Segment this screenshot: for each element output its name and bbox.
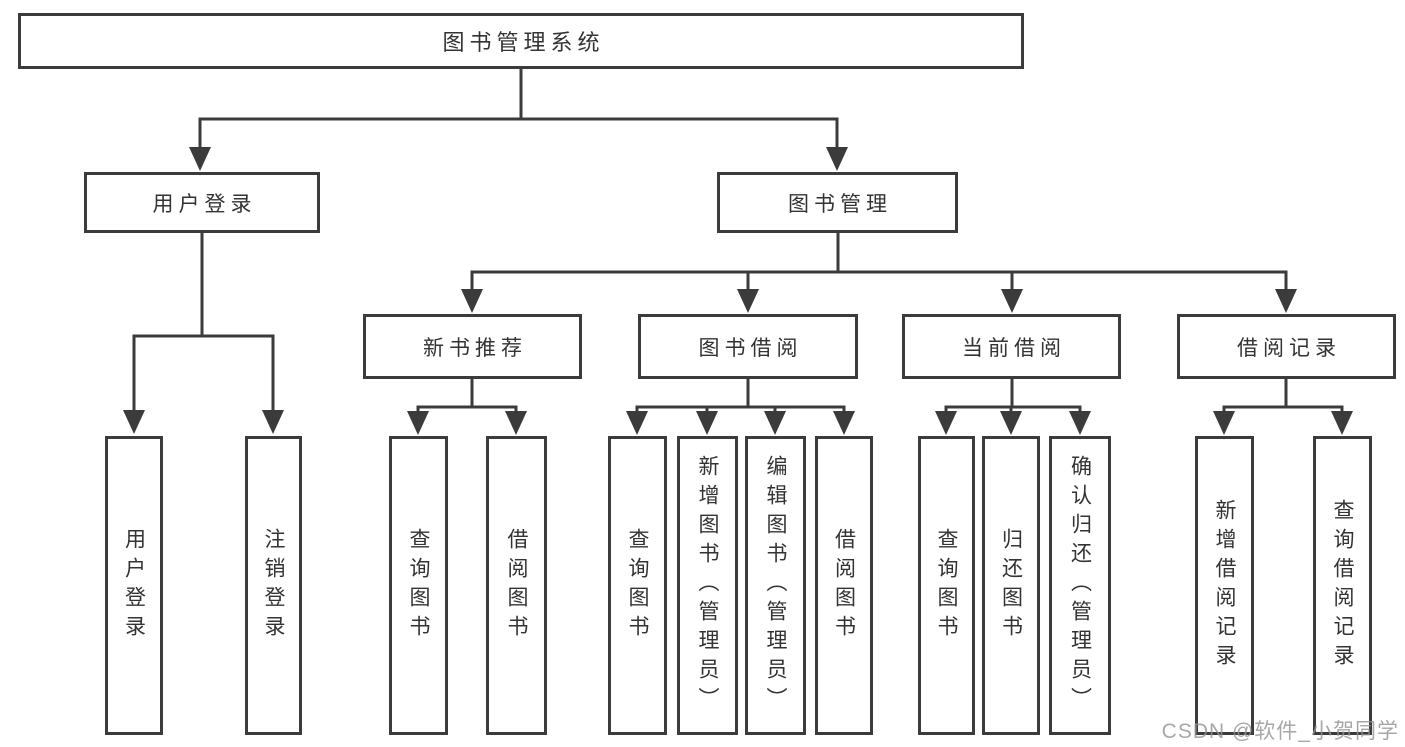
node-current-borrowing: 当前借阅 — [902, 314, 1121, 379]
leaf-logout: 注销登录 — [245, 436, 302, 735]
leaf-add-borrow-record: 新增借阅记录 — [1195, 436, 1254, 735]
node-book-management-label: 图书管理 — [788, 192, 892, 216]
leaf-add-borrow-record-label: 新增借阅记录 — [1213, 498, 1236, 673]
connector-current-borrowing — [944, 377, 1082, 414]
connector-root — [198, 67, 839, 150]
leaf-borrow-books-recommend-label: 借阅图书 — [505, 527, 528, 644]
node-borrowing-records: 借阅记录 — [1177, 314, 1396, 379]
leaf-return-books-label: 归还图书 — [999, 527, 1023, 644]
node-user-login-label: 用户登录 — [152, 192, 257, 216]
leaf-borrow-books-recommend: 借阅图书 — [486, 436, 547, 735]
leaf-query-borrow-record-label: 查询借阅记录 — [1331, 498, 1354, 673]
leaf-query-books-current: 查询图书 — [918, 436, 975, 735]
leaf-query-books-borrowing: 查询图书 — [608, 436, 667, 735]
node-book-borrowing: 图书借阅 — [638, 314, 858, 379]
connector-new-book-recommend — [416, 377, 518, 414]
leaf-return-books: 归还图书 — [982, 436, 1040, 735]
leaf-confirm-return-admin-label: 确认归还（管理员） — [1068, 455, 1092, 716]
node-book-management: 图书管理 — [717, 172, 958, 233]
leaf-edit-book-admin: 编辑图书（管理员） — [745, 436, 806, 735]
leaf-borrow-books-borrowing-label: 借阅图书 — [832, 527, 856, 644]
node-book-borrowing-label: 图书借阅 — [698, 336, 803, 360]
leaf-confirm-return-admin: 确认归还（管理员） — [1049, 436, 1111, 735]
leaf-add-book-admin: 新增图书（管理员） — [677, 436, 738, 735]
node-root: 图书管理系统 — [18, 13, 1024, 69]
node-root-label: 图书管理系统 — [442, 30, 605, 55]
connector-book-borrowing — [635, 377, 846, 414]
leaf-user-login-label: 用户登录 — [122, 527, 146, 644]
leaf-user-login: 用户登录 — [105, 436, 163, 735]
leaf-query-books-borrowing-label: 查询图书 — [626, 527, 649, 644]
node-new-book-recommend-label: 新书推荐 — [423, 336, 527, 360]
connector-borrowing-records — [1222, 377, 1344, 414]
connector-book-management — [470, 231, 1288, 292]
watermark-text: CSDN @软件_小贺同学 — [1161, 720, 1399, 743]
connector-user-login — [132, 231, 275, 413]
node-current-borrowing-label: 当前借阅 — [962, 336, 1066, 360]
node-user-login: 用户登录 — [84, 172, 320, 233]
leaf-borrow-books-borrowing: 借阅图书 — [815, 436, 873, 735]
node-new-book-recommend: 新书推荐 — [363, 314, 582, 379]
leaf-query-books-recommend: 查询图书 — [389, 436, 448, 735]
leaf-query-books-recommend-label: 查询图书 — [407, 527, 430, 644]
leaf-logout-label: 注销登录 — [262, 527, 285, 644]
leaf-edit-book-admin-label: 编辑图书（管理员） — [764, 455, 787, 716]
leaf-query-borrow-record: 查询借阅记录 — [1313, 436, 1372, 735]
leaf-query-books-current-label: 查询图书 — [935, 527, 958, 644]
arrowheads — [123, 147, 1353, 435]
leaf-add-book-admin-label: 新增图书（管理员） — [696, 455, 719, 716]
node-borrowing-records-label: 借阅记录 — [1237, 336, 1341, 360]
